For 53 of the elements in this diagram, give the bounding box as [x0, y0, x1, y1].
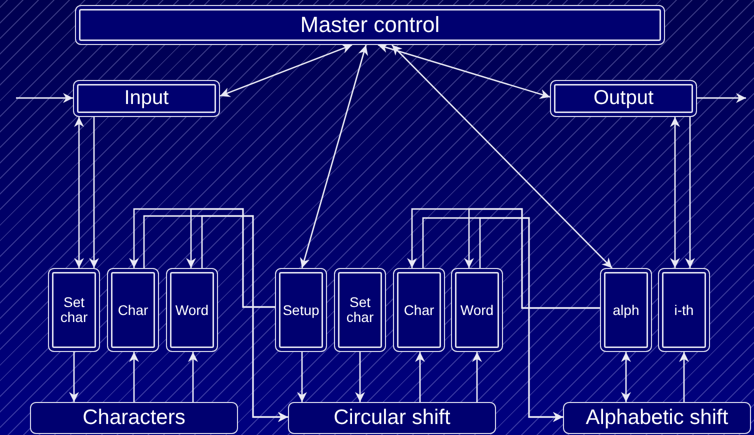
node-label: alph: [612, 302, 640, 318]
process-box: [550, 80, 697, 117]
module-box: [48, 268, 100, 352]
node-label: Set char: [59, 295, 89, 325]
node-label: Word: [460, 302, 494, 318]
process-box: [30, 402, 238, 434]
connector-arrow: [220, 44, 352, 98]
connector-arrow: [392, 44, 612, 268]
node-label: Output: [593, 88, 654, 109]
module-box: [107, 268, 159, 352]
connector-arrow: [129, 352, 139, 402]
module-box: [166, 268, 218, 352]
connector-arrow: [300, 44, 368, 268]
module-box: [451, 268, 503, 352]
node-label: Set char: [345, 295, 375, 325]
node-label: Characters: [82, 406, 186, 430]
connector-arrow: [472, 352, 482, 402]
connector-arrow: [188, 352, 198, 402]
connector-arrow: [378, 43, 550, 99]
connector-arrow: [670, 117, 680, 268]
connector-arrow: [621, 352, 631, 402]
arrow: [697, 93, 746, 103]
process-box: [563, 402, 751, 434]
connector-arrow: [679, 352, 689, 402]
node-label: Circular shift: [334, 406, 450, 430]
node-label: Input: [124, 88, 169, 109]
connector-arrow: [69, 352, 79, 402]
node-label: Word: [175, 302, 209, 318]
connector-arrow: [685, 117, 695, 268]
connector-arrow: [89, 117, 99, 268]
process-box: [73, 80, 220, 117]
process-box: [288, 402, 496, 434]
connector-arrow: [355, 352, 365, 402]
module-box: [658, 268, 710, 352]
node-label: Master control: [300, 13, 440, 37]
arrow: [16, 93, 73, 103]
module-box: [334, 268, 386, 352]
node-label: Alphabetic shift: [586, 406, 728, 430]
connector-arrow: [186, 208, 275, 308]
module-box: [600, 268, 652, 352]
connector-arrow: [464, 208, 600, 309]
process-box: [75, 5, 665, 45]
node-label: i-th: [674, 302, 694, 318]
module-box: [275, 268, 327, 352]
connector-arrow: [297, 352, 307, 402]
connector-arrow: [415, 352, 425, 402]
node-label: Setup: [282, 302, 320, 318]
node-label: Char: [404, 302, 434, 318]
module-box: [393, 268, 445, 352]
node-label: Char: [118, 302, 148, 318]
connector-arrow: [74, 117, 84, 268]
connector-arrow: [479, 217, 563, 422]
connector-arrow: [201, 215, 288, 422]
